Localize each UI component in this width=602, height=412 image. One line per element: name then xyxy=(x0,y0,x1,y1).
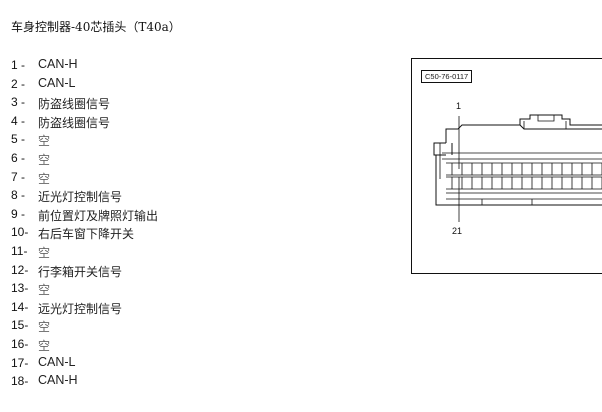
pin-number: 7 - xyxy=(11,169,26,184)
pin-row: 9 - 前位置灯及牌照灯输出 xyxy=(0,206,260,225)
pin-row: 5 - 空 xyxy=(0,131,260,150)
pin-number: 9 - xyxy=(11,206,26,221)
pin-number: 6 - xyxy=(11,150,26,165)
pin-description: 行李箱开关信号 xyxy=(38,264,123,279)
pin-description: 近光灯控制信号 xyxy=(38,190,123,205)
pin-row: 8 - 近光灯控制信号 xyxy=(0,187,260,206)
pin-row: 14- 远光灯控制信号 xyxy=(0,299,260,318)
pin-row: 17- CAN-L xyxy=(0,355,260,374)
connector-drawing: 1 21 xyxy=(433,101,602,236)
connector-body xyxy=(435,155,602,206)
pin-number: 5 - xyxy=(11,132,26,147)
pin-description: 远光灯控制信号 xyxy=(38,301,123,316)
pin-row: 18- CAN-H xyxy=(0,373,260,392)
callout-label-1: 1 xyxy=(456,101,461,111)
pin-description: CAN-H xyxy=(38,373,78,388)
pin-row: 7 - 空 xyxy=(0,169,260,188)
pin-number: 18- xyxy=(11,374,29,389)
pin-number: 10- xyxy=(11,225,29,240)
pin-row-upper xyxy=(446,162,602,176)
pin-row: 11- 空 xyxy=(0,243,260,262)
pin-row: 13- 空 xyxy=(0,280,260,299)
pin-row: 15- 空 xyxy=(0,317,260,336)
pin-number: 4 - xyxy=(11,113,26,128)
pin-number: 1 - xyxy=(11,58,26,72)
pin-description: 防盗线圈信号 xyxy=(38,97,111,112)
pin-row: 1 - CAN-H xyxy=(0,57,260,76)
page-title: 车身控制器-40芯插头（T40a） xyxy=(11,20,181,34)
pin-row-lower xyxy=(446,176,602,190)
pin-row: 6 - 空 xyxy=(0,150,260,169)
pin-number: 3 - xyxy=(11,95,26,110)
pin-number: 2 - xyxy=(11,76,26,91)
pin-number: 16- xyxy=(11,336,29,351)
pin-row: 2 - CAN-L xyxy=(0,76,260,95)
pin-number: 14- xyxy=(11,299,29,314)
pin-row: 16- 空 xyxy=(0,336,260,355)
pin-description: 空 xyxy=(38,134,51,149)
pin-description: CAN-L xyxy=(38,75,76,90)
pin-description: 空 xyxy=(38,338,51,353)
pin-description: 空 xyxy=(38,171,51,186)
pin-description: 空 xyxy=(38,245,51,260)
pin-number: 13- xyxy=(11,281,29,296)
pin-description: 右后车窗下降开关 xyxy=(38,227,135,242)
pin-number: 8 - xyxy=(11,188,26,203)
connector-figure: 1 21 C50-76-0117 xyxy=(411,58,602,274)
pin-description: 空 xyxy=(38,152,51,167)
pin-description: 前位置灯及牌照灯输出 xyxy=(38,208,159,223)
pin-number: 17- xyxy=(11,355,29,370)
pin-description: CAN-L xyxy=(38,354,76,369)
pin-row: 4 - 防盗线圈信号 xyxy=(0,113,260,132)
connector-latch xyxy=(519,114,602,126)
pin-description: CAN-H xyxy=(38,57,78,71)
figure-reference-code: C50-76-0117 xyxy=(421,70,473,83)
callout-label-21: 21 xyxy=(452,226,462,236)
pin-row: 12- 行李箱开关信号 xyxy=(0,262,260,281)
pin-row: 10- 右后车窗下降开关 xyxy=(0,224,260,243)
pin-number: 11- xyxy=(11,243,28,258)
pin-number: 12- xyxy=(11,262,29,277)
pin-description: 防盗线圈信号 xyxy=(38,115,111,130)
pin-row: 3 - 防盗线圈信号 xyxy=(0,94,260,113)
pin-description: 空 xyxy=(38,283,51,298)
pin-description: 空 xyxy=(38,320,51,335)
pin-number: 15- xyxy=(11,318,29,333)
